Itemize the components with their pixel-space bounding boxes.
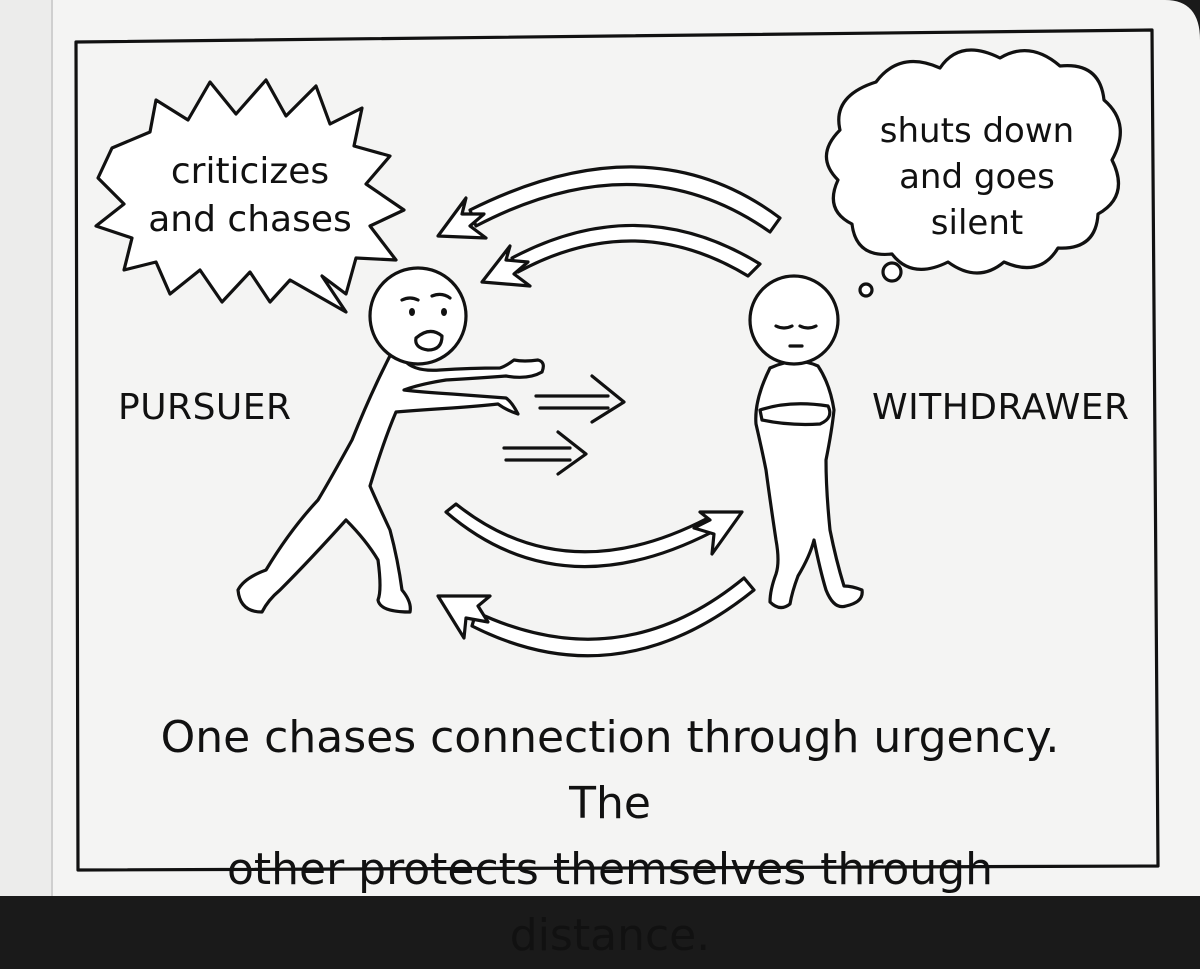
speech-line: and chases bbox=[148, 199, 352, 240]
thought-dot-large bbox=[881, 261, 903, 283]
thought-line: and goes bbox=[899, 157, 1055, 197]
caption-line-2: other protects themselves through distan… bbox=[226, 844, 994, 961]
arrow-small-lower bbox=[502, 430, 588, 476]
arrow-small-upper bbox=[534, 374, 626, 424]
pursuer-figure bbox=[236, 266, 545, 614]
withdrawer-crossed-arms bbox=[758, 402, 832, 427]
speech-bubble-spiky bbox=[94, 78, 406, 314]
withdrawer-closed-eyes bbox=[774, 324, 818, 330]
pursuer-eye-left bbox=[409, 308, 415, 316]
withdrawer-figure bbox=[748, 274, 864, 610]
arrow-top-lower bbox=[480, 223, 762, 288]
thought-dot-small bbox=[858, 282, 874, 298]
pursuer-head bbox=[368, 266, 468, 366]
illustration-canvas bbox=[0, 0, 1200, 896]
arrow-top-upper bbox=[436, 165, 782, 240]
caption: One chases connection through urgency. T… bbox=[120, 705, 1100, 969]
withdrawer-label: WITHDRAWER bbox=[872, 387, 1130, 428]
binding-edge bbox=[0, 0, 52, 896]
pursuer-speech-text: criticizes and chases bbox=[140, 148, 360, 244]
thought-line: shuts down bbox=[879, 111, 1075, 151]
pursuer-mouth bbox=[414, 329, 444, 352]
pursuer-label: PURSUER bbox=[118, 387, 292, 428]
pursuer-eye-right bbox=[441, 308, 447, 316]
pursuer-body bbox=[236, 346, 545, 614]
speech-line: criticizes bbox=[170, 151, 330, 192]
frame-border bbox=[74, 28, 1160, 872]
thought-line: silent bbox=[930, 203, 1024, 243]
thought-cloud bbox=[824, 48, 1122, 275]
withdrawer-thought-text: shuts down and goes silent bbox=[862, 108, 1092, 246]
arrow-bottom-upper bbox=[444, 502, 744, 569]
withdrawer-head bbox=[748, 274, 840, 366]
caption-line-1: One chases connection through urgency. T… bbox=[160, 712, 1060, 829]
arrow-bottom-lower bbox=[436, 576, 756, 658]
pursuer-brows bbox=[400, 292, 452, 302]
sketchbook-page: criticizes and chases shuts down and goe… bbox=[0, 0, 1200, 896]
